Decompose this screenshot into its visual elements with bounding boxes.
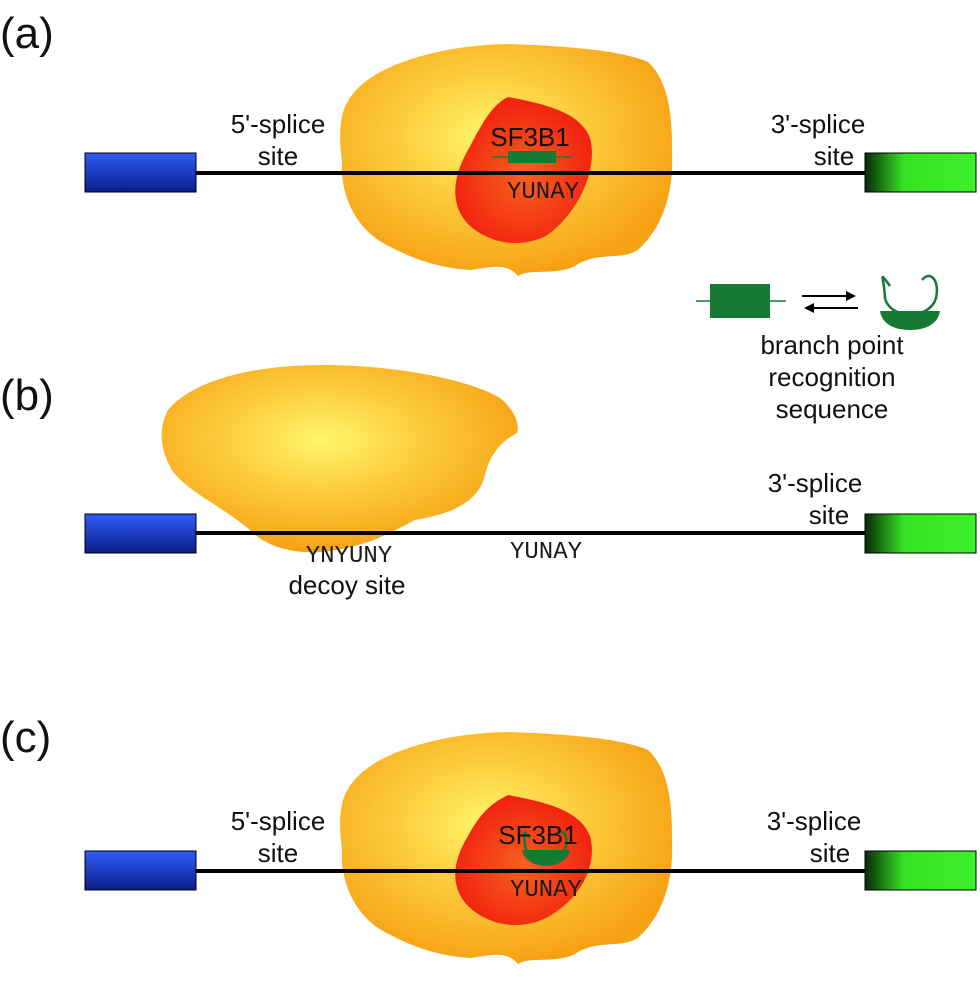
three-prime-label-2: site	[814, 141, 854, 171]
five-prime-label: 5'-splice	[231, 109, 326, 139]
legend-caption-line-1: branch point	[760, 330, 904, 360]
branch-motif: YUNAY	[510, 877, 582, 904]
sf3b1-region	[455, 795, 592, 926]
sf3b1-region	[455, 97, 592, 244]
five-prime-label: 5'-splice	[231, 806, 326, 836]
branch-element-open	[492, 151, 572, 163]
protein-label: SF3B1	[498, 820, 578, 850]
five-prime-label-2: site	[258, 838, 298, 868]
five-prime-label-2: site	[258, 141, 298, 171]
exon-5prime	[84, 513, 197, 554]
exon-3prime	[864, 850, 977, 891]
branch-motif: YUNAY	[507, 179, 579, 206]
panel-b: (b) YNYUNY decoy site YUNAY 3'-splice si…	[0, 364, 977, 600]
branch-element-bound	[522, 830, 570, 866]
decoy-motif: YNYUNY	[306, 543, 392, 570]
three-prime-label: 3'-splice	[771, 109, 866, 139]
equilibrium-arrows-icon	[802, 291, 858, 313]
exon-3prime	[864, 152, 977, 193]
three-prime-label: 3'-splice	[768, 468, 863, 498]
exon-3prime	[864, 513, 977, 554]
legend-caption-line-2: recognition	[768, 362, 895, 392]
exon-5prime	[84, 850, 197, 891]
exon-5prime	[84, 152, 197, 193]
panel-a: (a) SF3B1 YUNAY 5'-splice site 3'-splice…	[0, 9, 977, 276]
decoy-site-label: decoy site	[288, 570, 405, 600]
panel-label-c: (c)	[0, 713, 51, 762]
legend: branch point recognition sequence	[696, 274, 940, 424]
protein-label: SF3B1	[490, 122, 570, 152]
panel-label-b: (b)	[0, 371, 54, 420]
panel-c: (c) SF3B1 YUNAY 5'-splice site 3'-splice…	[0, 713, 977, 964]
spliceosome-blob	[161, 364, 518, 553]
branch-element-bound-legend	[880, 274, 940, 330]
panel-label-a: (a)	[0, 9, 54, 58]
branch-motif: YUNAY	[510, 539, 582, 566]
three-prime-label-2: site	[809, 500, 849, 530]
three-prime-label: 3'-splice	[767, 806, 862, 836]
legend-caption-line-3: sequence	[776, 394, 889, 424]
three-prime-label-2: site	[810, 838, 850, 868]
branch-element-open-legend	[696, 284, 786, 318]
